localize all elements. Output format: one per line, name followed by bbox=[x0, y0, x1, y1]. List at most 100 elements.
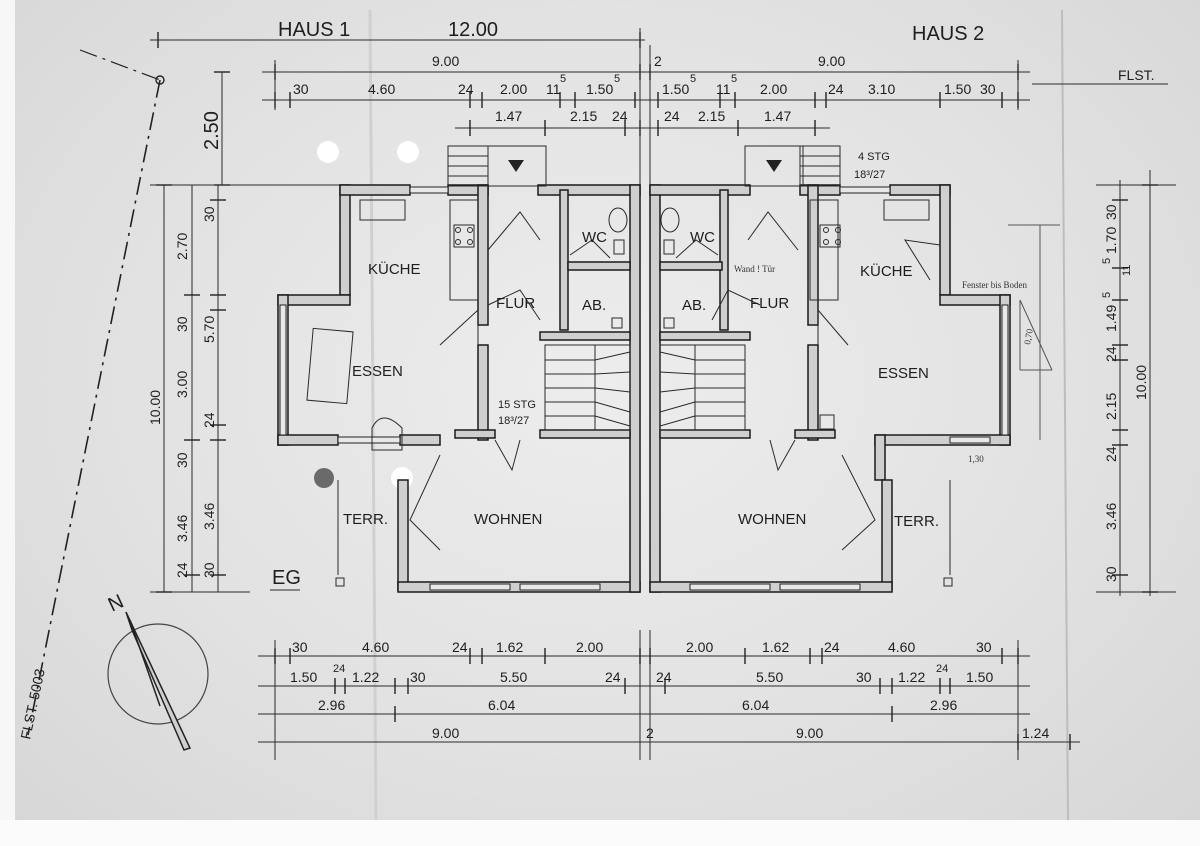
top-dimensions bbox=[150, 28, 1168, 185]
room-label-essen-haus1: ESSEN bbox=[352, 363, 403, 380]
haus2-label: HAUS 2 bbox=[912, 23, 984, 45]
dim-bottom: 24 bbox=[605, 669, 621, 685]
paper-fold-line bbox=[368, 9, 378, 821]
dim-bottom: 4.60 bbox=[888, 639, 915, 655]
dim-left: 3.46 bbox=[201, 503, 217, 530]
room-label-terr-haus2: TERR. bbox=[894, 513, 939, 530]
north-label: N bbox=[105, 590, 127, 616]
dim-bottom: 24 bbox=[333, 663, 345, 675]
staircase-haus1 bbox=[544, 344, 631, 431]
dim-top: 4.60 bbox=[368, 81, 395, 97]
door-swings bbox=[409, 211, 941, 551]
bottom-dimensions bbox=[258, 630, 1080, 760]
dim-left: 3.00 bbox=[174, 371, 190, 398]
room-label-essen-haus2: ESSEN bbox=[878, 365, 929, 382]
stair-ratio-haus2: 18³/27 bbox=[854, 169, 885, 181]
dim-left: 2.70 bbox=[174, 233, 190, 260]
flst-5003-label: FLST. 5003 bbox=[17, 667, 48, 741]
punch-hole bbox=[397, 141, 419, 163]
property-boundary-line bbox=[27, 79, 161, 736]
building-walls bbox=[277, 184, 1011, 593]
dim-right: 1.70 bbox=[1103, 227, 1119, 254]
dim-top: 1.50 bbox=[944, 81, 971, 97]
dim-bottom: 30 bbox=[410, 669, 426, 685]
dim-bottom: 1.24 bbox=[1022, 725, 1049, 741]
dim-top: 2 bbox=[654, 53, 662, 69]
dim-right: 11 bbox=[1121, 265, 1133, 276]
room-label-wohnen-haus2: WOHNEN bbox=[738, 511, 806, 528]
room-label-kueche-haus2: KÜCHE bbox=[860, 262, 913, 280]
dim-bottom: 1.62 bbox=[762, 639, 789, 655]
dim-left: 3.46 bbox=[174, 515, 190, 542]
room-label-terr-haus1: TERR. bbox=[343, 511, 388, 528]
total-width-label: 12.00 bbox=[448, 19, 498, 41]
boundary-marker bbox=[155, 75, 165, 85]
dim-bottom: 2 bbox=[646, 725, 654, 741]
dim-bottom: 6.04 bbox=[488, 697, 515, 713]
paper-fold-line bbox=[1061, 9, 1069, 821]
dim-bottom: 1.22 bbox=[898, 669, 925, 685]
dim-left: 24 bbox=[201, 412, 217, 428]
dim-bottom: 1.22 bbox=[352, 669, 379, 685]
room-label-wohnen-haus1: WOHNEN bbox=[474, 511, 542, 528]
entrance-arrow-icon bbox=[766, 160, 782, 172]
dim-top: 2.15 bbox=[570, 108, 597, 124]
dim-left: 24 bbox=[174, 562, 190, 578]
dim-right: 30 bbox=[1103, 204, 1119, 220]
north-arrow bbox=[107, 611, 209, 751]
dim-left: 30 bbox=[174, 316, 190, 332]
dim-top: 24 bbox=[612, 108, 628, 124]
dim-top-superscript: 5 bbox=[731, 73, 737, 85]
setback-label: 2.50 bbox=[201, 111, 223, 150]
flst-label: FLST. bbox=[1118, 67, 1155, 83]
room-label-wc-haus2: WC bbox=[690, 229, 715, 246]
entrance-arrow-icon bbox=[508, 160, 524, 172]
dim-top: 1.50 bbox=[586, 81, 613, 97]
dim-top: 24 bbox=[458, 81, 474, 97]
dim-top: 1.47 bbox=[495, 108, 522, 124]
hand-sketch bbox=[1008, 224, 1060, 440]
dim-bottom: 24 bbox=[936, 663, 948, 675]
stair-count-haus2: 4 STG bbox=[858, 151, 890, 163]
punch-hole-dark bbox=[314, 468, 334, 488]
property-boundary-line bbox=[79, 49, 161, 81]
dim-bottom: 1.50 bbox=[966, 669, 993, 685]
dim-top-superscript: 5 bbox=[560, 73, 566, 85]
scan-edge-bottom bbox=[0, 820, 1200, 846]
wc-fixtures bbox=[608, 207, 835, 430]
entrance-steps bbox=[447, 145, 841, 187]
dim-bottom: 5.50 bbox=[500, 669, 527, 685]
dim-bottom: 24 bbox=[656, 669, 672, 685]
left-dimensions bbox=[150, 184, 340, 593]
dim-top: 2.15 bbox=[698, 108, 725, 124]
handwritten-note: Wand ! Tür bbox=[734, 264, 775, 274]
dim-top: 30 bbox=[980, 81, 996, 97]
dim-top: 24 bbox=[664, 108, 680, 124]
punch-hole bbox=[317, 141, 339, 163]
dim-bottom: 9.00 bbox=[796, 725, 823, 741]
dim-right-superscript: 5 bbox=[1101, 258, 1113, 264]
dim-top-superscript: 5 bbox=[614, 73, 620, 85]
dim-left: 5.70 bbox=[201, 316, 217, 343]
dim-top: 2.00 bbox=[500, 81, 527, 97]
handwritten-note: 1,30 bbox=[968, 454, 984, 464]
dining-table bbox=[306, 327, 403, 451]
dim-top: 9.00 bbox=[818, 53, 845, 69]
dim-left: 30 bbox=[201, 206, 217, 222]
stair-count-haus1: 15 STG bbox=[498, 399, 536, 411]
dim-bottom: 9.00 bbox=[432, 725, 459, 741]
dim-right: 3.46 bbox=[1103, 503, 1119, 530]
dim-top: 1.47 bbox=[764, 108, 791, 124]
dim-bottom: 30 bbox=[292, 639, 308, 655]
right-dimensions bbox=[1096, 170, 1176, 596]
dim-bottom: 30 bbox=[976, 639, 992, 655]
dim-bottom: 24 bbox=[824, 639, 840, 655]
dim-right: 10.00 bbox=[1133, 365, 1149, 400]
staircase-haus2 bbox=[659, 344, 746, 431]
dim-bottom: 2.00 bbox=[576, 639, 603, 655]
dim-top-superscript: 5 bbox=[690, 73, 696, 85]
dim-bottom: 2.96 bbox=[318, 697, 345, 713]
dim-bottom: 24 bbox=[452, 639, 468, 655]
